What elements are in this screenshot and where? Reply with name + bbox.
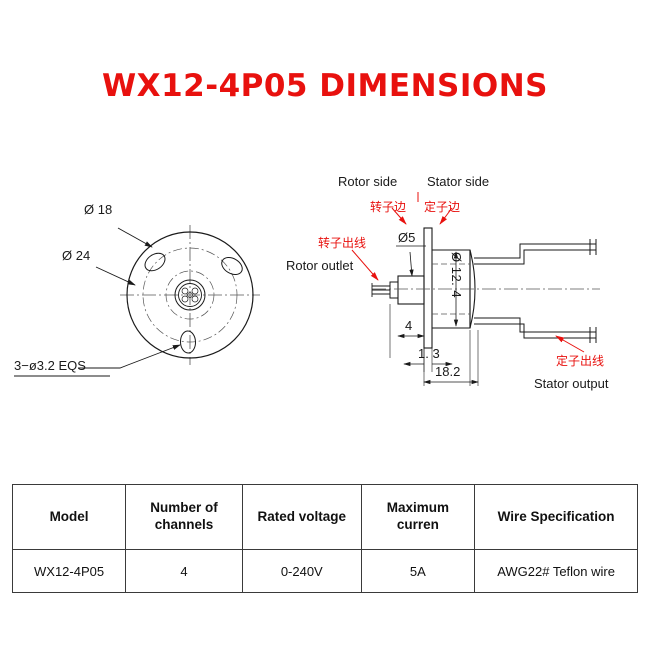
cell-channels: 4 — [125, 549, 243, 593]
label-rotor-outlet-en: Rotor outlet — [286, 258, 354, 273]
spec-table: Model Number of channels Rated voltage M… — [11, 484, 638, 593]
label-stator-side-en: Stator side — [427, 174, 490, 189]
table-row: WX12-4P05 4 0-240V 5A AWG22# Teflon wire — [11, 549, 638, 593]
label-stator-side-cn: 定子边 — [424, 200, 461, 214]
label-dim4: 4 — [405, 318, 413, 333]
label-dia24: Ø 24 — [62, 248, 91, 263]
label-dia12-4: Ø 12. 4 — [449, 252, 464, 299]
table-header-row: Model Number of channels Rated voltage M… — [11, 484, 638, 550]
label-holes: 3−ø3.2 EQS — [14, 358, 86, 373]
table-header-voltage: Rated voltage — [241, 484, 362, 550]
label-dim1-3: 1. 3 — [418, 346, 440, 361]
header-line: Maximum — [386, 500, 450, 516]
header-line: Number of — [150, 500, 218, 516]
cell-model: WX12-4P05 — [11, 549, 127, 593]
table-header-model: Model — [11, 484, 127, 550]
table-header-current: Maximum curren — [360, 484, 476, 550]
header-line: Model — [49, 508, 89, 524]
label-stator-output-en: Stator output — [534, 376, 609, 391]
cell-current: 5A — [360, 549, 476, 593]
header-line: Wire Specification — [497, 508, 615, 524]
label-rotor-side-cn: 转子边 — [370, 200, 407, 214]
cell-wire: AWG22# Teflon wire — [474, 549, 638, 593]
label-dim18-2: 18.2 — [435, 364, 461, 379]
drawing-svg — [14, 192, 600, 386]
label-dia18: Ø 18 — [84, 202, 113, 217]
label-stator-output-cn: 定子出线 — [556, 354, 605, 368]
label-rotor-side-en: Rotor side — [338, 174, 398, 189]
header-line: curren — [396, 517, 439, 532]
cell-voltage: 0-240V — [241, 549, 362, 593]
table-header-wire: Wire Specification — [474, 484, 638, 550]
header-line: channels — [154, 517, 214, 532]
page-title: WX12-4P05 DIMENSIONS — [101, 68, 549, 104]
header-line: Rated voltage — [257, 508, 347, 524]
technical-drawing: Ø 18 Ø 24 3−ø3.2 EQS Rotor side Stator s… — [0, 140, 650, 460]
table-header-channels: Number of channels — [125, 484, 243, 550]
label-dia5: Ø5 — [398, 230, 416, 245]
label-rotor-outlet-cn: 转子出线 — [318, 236, 367, 250]
